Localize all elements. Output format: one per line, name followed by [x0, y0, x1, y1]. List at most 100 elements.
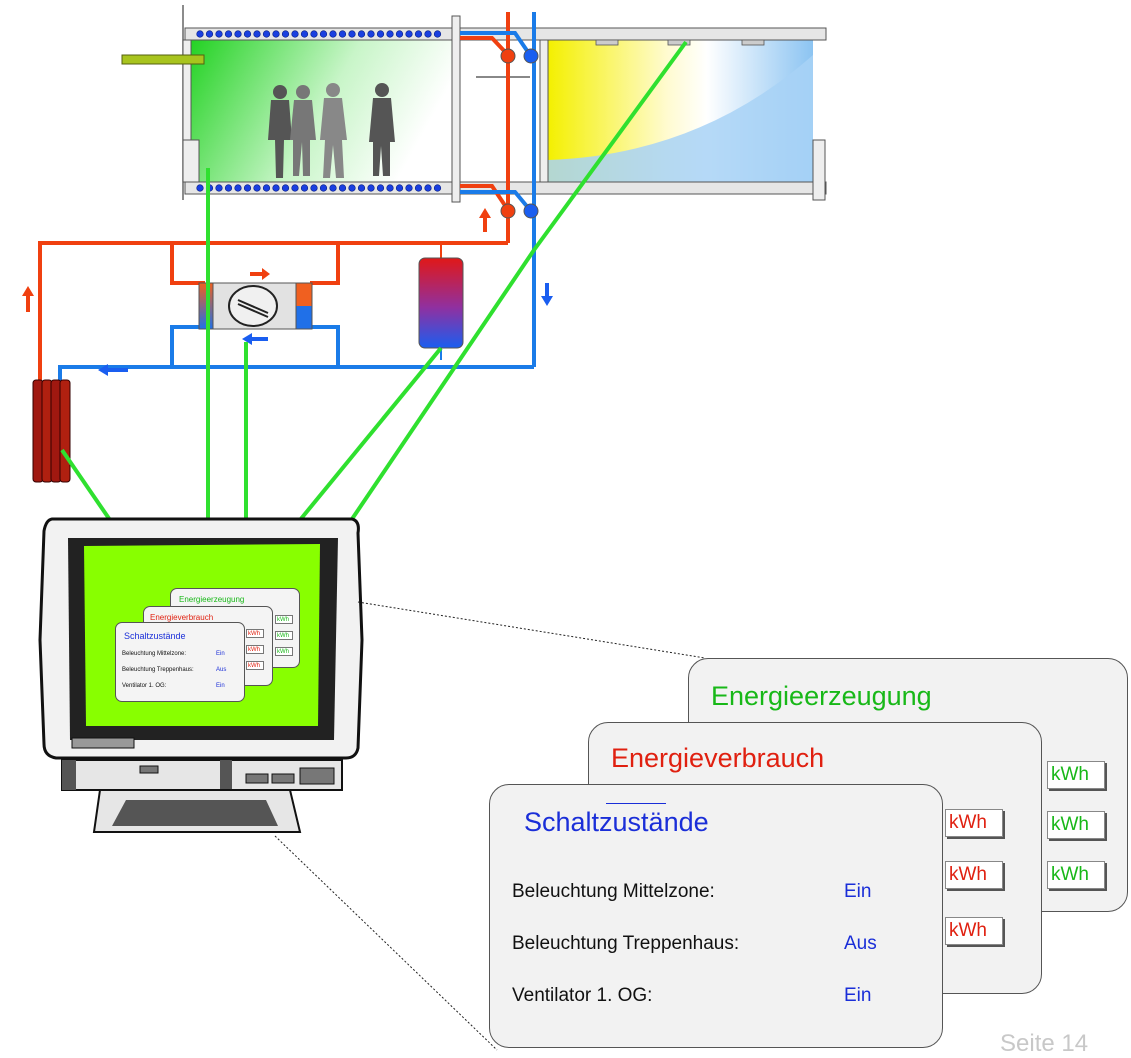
title-overline [606, 803, 666, 804]
computer-base [61, 759, 343, 833]
mini-energieverbrauch-title: Energieverbrauch [150, 613, 214, 622]
pipe-dot [367, 184, 375, 192]
schaltzustaende-card: Schaltzustände Beleuchtung Mittelzone: E… [489, 784, 943, 1048]
row-value-mittelzone: Ein [844, 881, 872, 902]
row-label-ventilator: Ventilator 1. OG: [512, 985, 653, 1006]
mini-kwh-box: kWh [246, 645, 264, 654]
mini-schaltzustaende-card: Schaltzustände Beleuchtung Mittelzone: E… [115, 622, 245, 702]
pipe-dot [310, 30, 318, 38]
row-label-treppenhaus: Beleuchtung Treppenhaus: [512, 933, 740, 954]
pipe-dot [215, 184, 223, 192]
pipe-dot [215, 30, 223, 38]
pipe-dot [395, 184, 404, 192]
pipe-dot [357, 184, 366, 192]
pipe-dot [433, 30, 442, 38]
mini-row-label: Beleuchtung Mittelzone: [122, 651, 187, 657]
pipe-dot [424, 184, 432, 192]
pipe-dot [196, 30, 204, 38]
pipe-dot [338, 184, 347, 192]
pipe-dot [253, 30, 261, 38]
row-label-mittelzone: Beleuchtung Mittelzone: [512, 881, 715, 902]
pipe-dot [348, 184, 356, 192]
pipe-dot [281, 184, 290, 192]
pipe-dot [234, 184, 242, 192]
kwh-box: kWh [1047, 761, 1105, 789]
ceiling-cooling-pipes [196, 30, 442, 38]
zoom-line-bottom [274, 835, 498, 1051]
pipe-dot [291, 184, 299, 192]
pipe-dot [424, 30, 432, 38]
mini-row-label: Beleuchtung Treppenhaus: [122, 667, 194, 673]
hydraulic-circuit [38, 12, 536, 382]
pipe-dot [262, 184, 271, 192]
page-number: Seite 14 [1000, 1030, 1089, 1057]
pipe-dot [367, 30, 375, 38]
pipe-dot [376, 184, 385, 192]
pipe-dot [300, 184, 309, 192]
pipe-dot [319, 184, 328, 192]
kwh-box: kWh [1047, 861, 1105, 889]
people-silhouettes [268, 83, 395, 178]
flow-arrows [22, 208, 553, 376]
kwh-box: kWh [945, 861, 1003, 889]
pipe-dot [224, 30, 233, 38]
mini-schaltzustaende-title: Schaltzustände [124, 631, 186, 641]
pipe-dot [414, 184, 423, 192]
pipe-dot [272, 184, 280, 192]
pipe-dot [243, 184, 252, 192]
schaltzustaende-title: Schaltzustände [524, 807, 709, 837]
kwh-box: kWh [945, 809, 1003, 837]
mini-kwh-box: kWh [275, 615, 293, 624]
pipe-dot [386, 184, 394, 192]
pipe-dot [253, 184, 261, 192]
pipe-dot [395, 30, 404, 38]
floor-heating-pipes [196, 184, 442, 192]
pipe-dot [414, 30, 423, 38]
pipe-dot [281, 30, 290, 38]
pipe-dot [338, 30, 347, 38]
pipe-dot [310, 184, 318, 192]
pipe-dot [376, 30, 385, 38]
mini-kwh-box: kWh [275, 647, 293, 656]
mini-row-label: Ventilator 1. OG: [122, 683, 167, 689]
building-section [121, 5, 827, 203]
pipe-dot [405, 30, 413, 38]
kwh-box: kWh [945, 917, 1003, 945]
row-value-treppenhaus: Aus [844, 933, 877, 954]
radiator [32, 379, 71, 483]
kwh-box: kWh [1047, 811, 1105, 839]
zoom-line-top [357, 601, 706, 659]
pipe-dot [300, 30, 309, 38]
pipe-dot [224, 184, 233, 192]
pipe-dot [234, 30, 242, 38]
pipe-dot [433, 184, 442, 192]
mini-kwh-box: kWh [275, 631, 293, 640]
office-room [190, 40, 452, 182]
pipe-dot [386, 30, 394, 38]
storage-tank [418, 257, 464, 349]
mini-row-value: Aus [216, 667, 227, 673]
mini-kwh-box: kWh [246, 661, 264, 670]
pipe-dot [405, 184, 413, 192]
pipe-dot [272, 30, 280, 38]
energieverbrauch-title: Energieverbrauch [611, 743, 825, 773]
pipe-dot [196, 184, 204, 192]
pipe-dot [205, 30, 214, 38]
row-value-ventilator: Ein [844, 985, 872, 1006]
pipe-dot [329, 184, 337, 192]
pipe-dot [357, 30, 366, 38]
mini-kwh-box: kWh [246, 629, 264, 638]
pipe-dot [262, 30, 271, 38]
mini-row-value: Ein [216, 651, 225, 657]
pipe-dot [319, 30, 328, 38]
data-lines [60, 40, 688, 524]
mini-energieerzeugung-title: Energieerzeugung [179, 595, 245, 604]
pipe-dot [329, 30, 337, 38]
energieerzeugung-title: Energieerzeugung [711, 681, 932, 711]
pipe-dot [243, 30, 252, 38]
mini-row-value: Ein [216, 683, 225, 689]
pipe-dot [348, 30, 356, 38]
heat-pump [198, 282, 313, 330]
pipe-dot [291, 30, 299, 38]
